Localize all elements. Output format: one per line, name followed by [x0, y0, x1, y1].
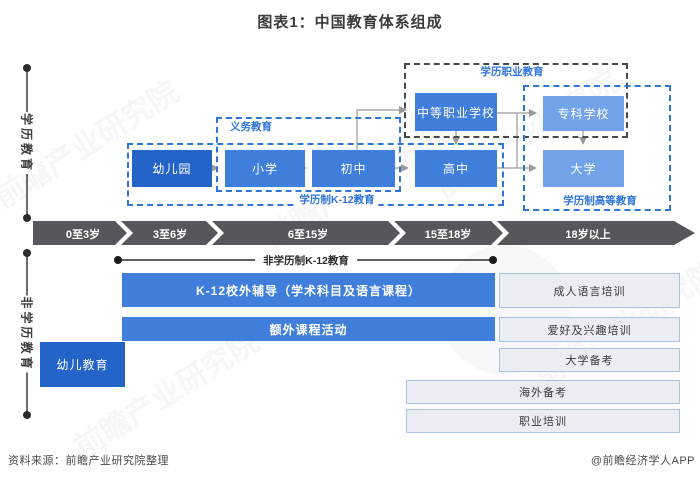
box-hobby-interest-training: 爱好及兴趣培训 — [499, 317, 680, 342]
bar-k12-tutoring: K-12校外辅导（学术科目及语言课程） — [122, 273, 495, 307]
bar-extracurricular: 额外课程活动 — [122, 317, 495, 341]
node-senior-high: 高中 — [415, 150, 497, 187]
node-junior-college: 专科学校 — [543, 96, 624, 131]
bracket-label-non-academic-k12: 非学历制K-12教育 — [255, 253, 357, 268]
group-label-compulsory: 义务教育 — [226, 121, 276, 134]
box-adult-language-training: 成人语言培训 — [499, 273, 680, 308]
group-box-compulsory — [216, 117, 401, 192]
axis-dot — [23, 411, 31, 419]
source-note: 资料来源：前瞻产业研究院整理 — [8, 455, 169, 467]
timeline-segment-6-15: 6至15岁 — [287, 229, 329, 241]
node-early-childhood-education: 幼儿教育 — [40, 342, 125, 387]
box-college-exam-prep: 大学备考 — [499, 348, 680, 372]
axis-dot — [23, 214, 31, 222]
credit-note: @前瞻经济学人APP — [590, 455, 695, 467]
node-university: 大学 — [543, 150, 624, 187]
group-label-higher: 学历制高等教育 — [559, 195, 641, 208]
timeline-segment-0-3: 0至3岁 — [65, 229, 101, 241]
axis-dot — [23, 249, 31, 257]
node-primary-school: 小学 — [225, 150, 305, 187]
timeline-segment-3-6: 3至6岁 — [152, 229, 188, 241]
chart-title: 图表1：中国教育体系组成 — [257, 14, 443, 31]
node-junior-high: 初中 — [312, 150, 395, 187]
box-vocational-training: 职业培训 — [406, 409, 680, 433]
node-secondary-vocational: 中等职业学校 — [415, 93, 497, 131]
node-kindergarten: 幼儿园 — [132, 150, 212, 187]
group-label-vocational: 学历职业教育 — [476, 66, 548, 79]
axis-dot — [23, 64, 31, 72]
box-overseas-exam-prep: 海外备考 — [406, 380, 680, 404]
group-box-vocational — [404, 63, 628, 138]
group-label-k12-academic: 学历制K-12教育 — [295, 194, 379, 207]
timeline-segment-18plus: 18岁以上 — [565, 229, 611, 241]
axis-label-academic: 学历教育 — [15, 111, 39, 175]
age-timeline-bar — [33, 221, 695, 245]
timeline-segment-15-18: 15至18岁 — [424, 229, 472, 241]
axis-label-non-academic: 非学历教育 — [15, 295, 39, 373]
group-box-higher — [523, 85, 671, 211]
